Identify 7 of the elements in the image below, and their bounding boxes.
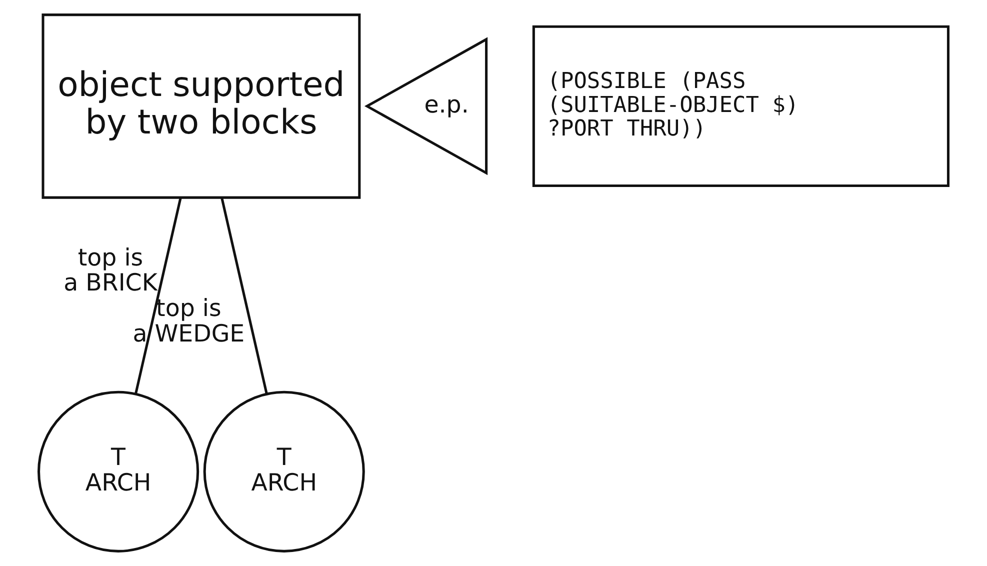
node-box: object supported by two blocks <box>42 14 361 199</box>
node-box: (POSSIBLE (PASS (SUITABLE-OBJECT $) ?PORT THRU)) <box>532 25 950 187</box>
edge-label: top is a WEDGE <box>132 294 245 348</box>
node-circle: T ARCH <box>203 390 365 552</box>
connector <box>220 198 268 394</box>
connector <box>134 198 182 394</box>
node-circle: T ARCH <box>38 390 200 552</box>
